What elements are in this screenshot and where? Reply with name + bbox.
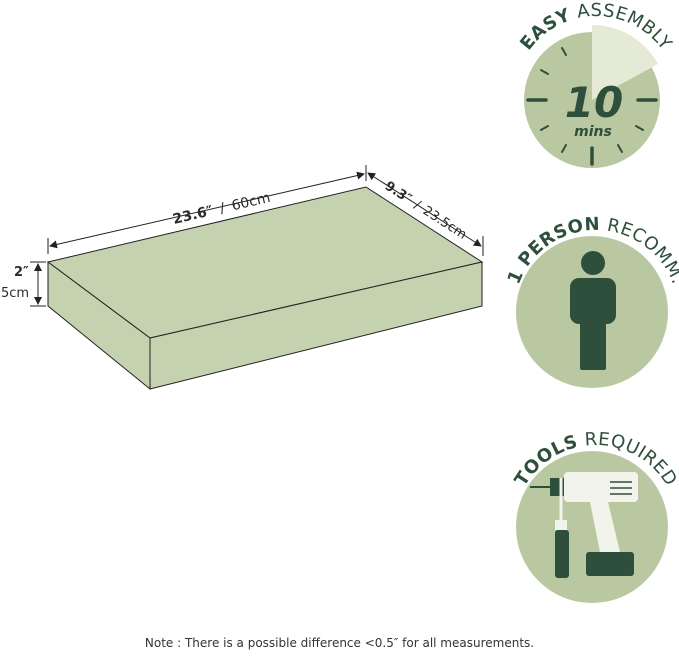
length-separator: /: [218, 200, 226, 217]
depth-separator: /: [411, 198, 423, 213]
screwdriver-icon: [555, 478, 569, 578]
timer-unit: mins: [574, 124, 612, 140]
height-dimension: 2″ 5cm: [1, 261, 46, 307]
height-cm: 5cm: [1, 286, 29, 301]
badge-tools-required: TOOLS REQUIRED: [511, 429, 679, 603]
timer-value: 10: [565, 78, 623, 127]
badge-one-person: 1 PERSON RECOMM.: [504, 214, 679, 388]
timer-icon: 10 mins: [526, 24, 658, 166]
person-icon: [570, 251, 616, 370]
depth-arrow: [367, 172, 482, 247]
length-arrow: [49, 171, 365, 249]
shelf-side-face: [47, 261, 151, 391]
badge-easy-assembly: EASY ASSEMBLY 10 mins: [516, 0, 676, 168]
drill-icon: [530, 472, 638, 576]
height-inches: 2″: [14, 265, 29, 280]
shelf-drawing: [46, 186, 484, 391]
measurement-note: Note : There is a possible difference <0…: [144, 636, 535, 650]
